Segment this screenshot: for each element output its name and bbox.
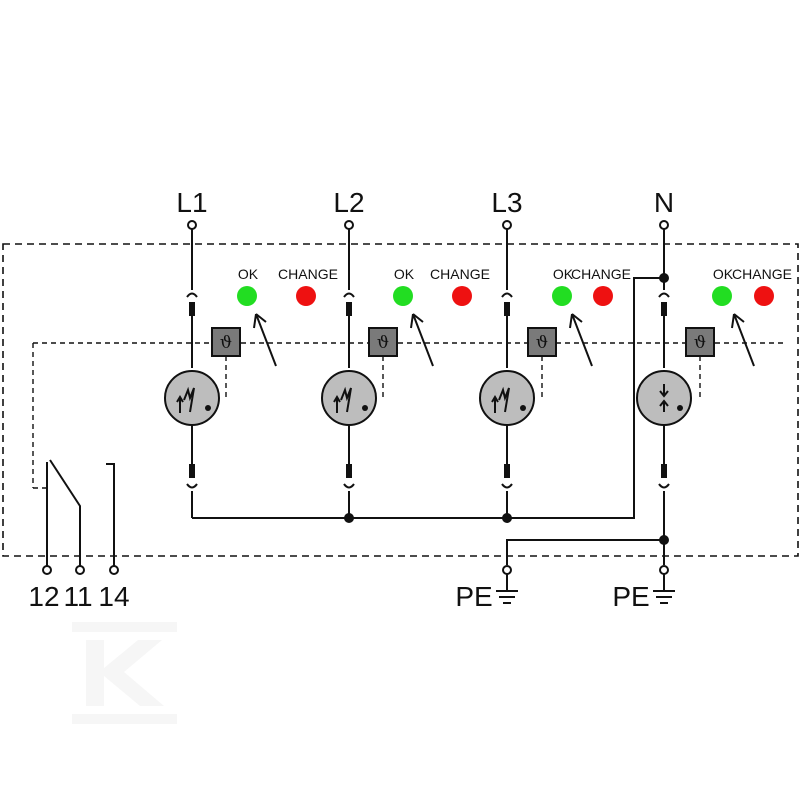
ok-label-n: OK <box>713 266 734 282</box>
thermal-coupling-line <box>32 342 784 489</box>
change-indicator-l1 <box>296 286 316 306</box>
ok-indicator-l3 <box>552 286 572 306</box>
terminal-label-n: N <box>654 187 674 218</box>
change-label-l3: CHANGE <box>571 266 631 282</box>
terminal-12[interactable] <box>42 565 52 575</box>
terminal-pe-1[interactable] <box>502 565 512 575</box>
svg-text:ϑ: ϑ <box>536 333 548 353</box>
ground-icon <box>653 590 675 604</box>
terminal-label-l1: L1 <box>176 187 207 218</box>
ok-label-l1: OK <box>238 266 259 282</box>
terminal-l2[interactable] <box>344 220 354 230</box>
terminal-label-l3: L3 <box>491 187 522 218</box>
svg-text:ϑ: ϑ <box>220 333 232 353</box>
terminal-n[interactable] <box>659 220 669 230</box>
ok-indicator-l2 <box>393 286 413 306</box>
neutral-column: N ϑ OK CHANGE <box>192 187 792 565</box>
terminal-l3[interactable] <box>502 220 512 230</box>
terminal-pe-2[interactable] <box>659 565 669 575</box>
change-label-l2: CHANGE <box>430 266 490 282</box>
remote-signal-contact: 12 11 14 <box>28 459 130 612</box>
change-indicator-n <box>754 286 774 306</box>
phase-column-l3: L3 ϑ OK CHANGE <box>479 187 631 518</box>
ok-indicator-l1 <box>237 286 257 306</box>
terminal-label-11: 11 <box>63 581 92 612</box>
terminal-label-pe-1: PE <box>455 581 492 612</box>
terminal-label-pe-2: PE <box>612 581 649 612</box>
terminal-l1[interactable] <box>187 220 197 230</box>
thermal-disconnector-l2 <box>368 327 398 357</box>
change-label-n: CHANGE <box>732 266 792 282</box>
device-enclosure <box>2 243 799 557</box>
phase-column-l1: L1 ϑ OK CHANGE <box>164 187 338 518</box>
ok-label-l2: OK <box>394 266 415 282</box>
change-label-l1: CHANGE <box>278 266 338 282</box>
watermark-logo <box>72 622 177 724</box>
pe-connections: PE PE <box>455 539 675 612</box>
svg-text:ϑ: ϑ <box>694 333 706 353</box>
ground-icon <box>496 590 518 604</box>
terminal-11[interactable] <box>75 565 85 575</box>
change-indicator-l2 <box>452 286 472 306</box>
change-indicator-l3 <box>593 286 613 306</box>
varistor-n <box>636 370 692 426</box>
svg-text:ϑ: ϑ <box>377 333 389 353</box>
terminal-label-12: 12 <box>28 581 59 612</box>
terminal-label-14: 14 <box>98 581 129 612</box>
phase-column-l2: L2 ϑ OK CHANGE <box>321 187 490 518</box>
terminal-14[interactable] <box>109 565 119 575</box>
ok-label-l3: OK <box>553 266 574 282</box>
ok-indicator-n <box>712 286 732 306</box>
terminal-label-l2: L2 <box>333 187 364 218</box>
